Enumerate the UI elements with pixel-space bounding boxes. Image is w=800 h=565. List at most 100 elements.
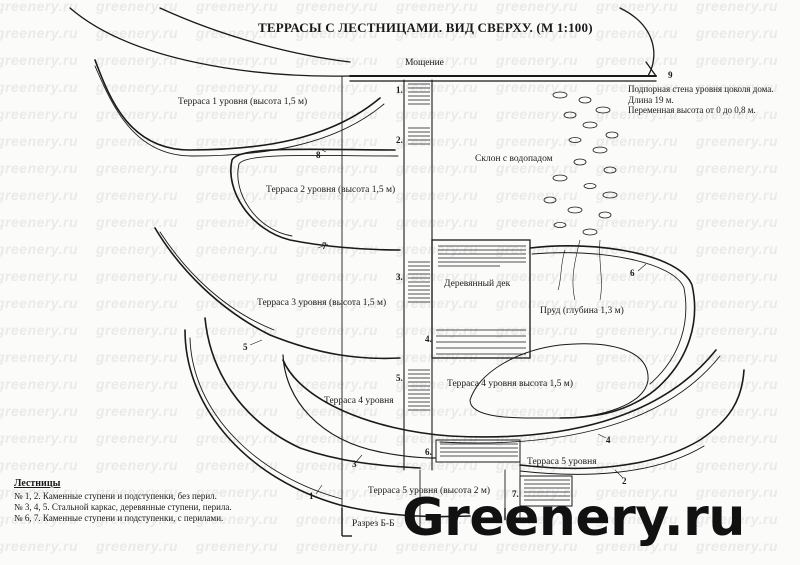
watermark-text: greenery.ru bbox=[96, 241, 179, 257]
watermark-text: greenery.ru bbox=[196, 349, 279, 365]
watermark-text: greenery.ru bbox=[396, 403, 479, 419]
watermark-text: greenery.ru bbox=[0, 214, 79, 230]
watermark-text: greenery.ru bbox=[596, 106, 679, 122]
wall-number-2: 2 bbox=[622, 476, 627, 486]
watermark-text: greenery.ru bbox=[96, 0, 179, 14]
watermark-text: greenery.ru bbox=[396, 538, 479, 554]
watermark-text: greenery.ru bbox=[496, 295, 579, 311]
watermark-text: greenery.ru bbox=[296, 484, 379, 500]
watermark-text: greenery.ru bbox=[496, 322, 579, 338]
watermark-text: greenery.ru bbox=[696, 160, 779, 176]
watermark-text: greenery.ru bbox=[396, 295, 479, 311]
legend-item: № 3, 4, 5. Стальной каркас, деревянные с… bbox=[14, 502, 232, 512]
label-slope-waterfall: Склон с водопадом bbox=[475, 154, 553, 164]
watermark-text: greenery.ru bbox=[296, 0, 379, 14]
top-outer-arc bbox=[69, 7, 351, 77]
watermark-text: greenery.ru bbox=[196, 457, 279, 473]
stair-2-treads bbox=[408, 127, 430, 145]
watermark-text: greenery.ru bbox=[0, 484, 79, 500]
stair-1-treads bbox=[408, 83, 430, 105]
label-terrace-3: Терраса 3 уровня (высота 1,5 м) bbox=[257, 298, 387, 308]
watermark-text: greenery.ru bbox=[696, 106, 779, 122]
watermark-text: greenery.ru bbox=[0, 538, 79, 554]
watermark-text: greenery.ru bbox=[696, 295, 779, 311]
watermark-text: greenery.ru bbox=[496, 376, 579, 392]
wall-3 bbox=[204, 317, 421, 469]
wall-number-9: 9 bbox=[668, 70, 673, 80]
watermark-text: greenery.ru bbox=[0, 79, 79, 95]
waterfall-stones bbox=[543, 91, 619, 236]
watermark-text: greenery.ru bbox=[296, 106, 379, 122]
watermark-text: greenery.ru bbox=[96, 187, 179, 203]
watermark-text: greenery.ru bbox=[0, 268, 79, 284]
watermark-text: greenery.ru bbox=[0, 25, 79, 41]
wall-number-5: 5 bbox=[243, 342, 248, 352]
wall-number-4: 4 bbox=[606, 435, 611, 445]
watermark-text: greenery.ru bbox=[696, 511, 779, 527]
wall-number-6: 6 bbox=[630, 268, 635, 278]
pond-inner bbox=[469, 343, 649, 419]
watermark-text: greenery.ru bbox=[0, 52, 79, 68]
watermark-text: greenery.ru bbox=[296, 376, 379, 392]
watermark-text: greenery.ru bbox=[596, 52, 679, 68]
watermark-text: greenery.ru bbox=[596, 430, 679, 446]
wall-number-1: 1 bbox=[309, 491, 314, 501]
leader-lines bbox=[249, 149, 647, 495]
watermark-text: greenery.ru bbox=[596, 484, 679, 500]
watermark-text: greenery.ru bbox=[196, 376, 279, 392]
watermark-text: greenery.ru bbox=[196, 52, 279, 68]
watermark-text: greenery.ru bbox=[196, 484, 279, 500]
watermark-text: greenery.ru bbox=[496, 160, 579, 176]
label-paving: Мощение bbox=[405, 58, 444, 68]
watermark-text: greenery.ru bbox=[596, 214, 679, 230]
watermark-text: greenery.ru bbox=[396, 160, 479, 176]
watermark-text: greenery.ru bbox=[596, 241, 679, 257]
watermark-text: greenery.ru bbox=[696, 241, 779, 257]
watermark-text: greenery.ru bbox=[0, 0, 79, 14]
watermark-text: greenery.ru bbox=[496, 511, 579, 527]
watermark-text: greenery.ru bbox=[296, 511, 379, 527]
watermark-text: greenery.ru bbox=[696, 430, 779, 446]
stair-6-treads bbox=[440, 443, 518, 457]
watermark-text: greenery.ru bbox=[96, 133, 179, 149]
watermark-text: greenery.ru bbox=[396, 349, 479, 365]
watermark-text: greenery.ru bbox=[0, 133, 79, 149]
watermark-text: greenery.ru bbox=[296, 160, 379, 176]
watermark-text: greenery.ru bbox=[496, 79, 579, 95]
watermark-text: greenery.ru bbox=[496, 106, 579, 122]
watermark-text: greenery.ru bbox=[596, 538, 679, 554]
watermark-text: greenery.ru bbox=[196, 268, 279, 284]
watermark-text: greenery.ru bbox=[696, 457, 779, 473]
watermark-text: greenery.ru bbox=[96, 457, 179, 473]
wall-note-line: Подпорная стена уровня цоколя дома. bbox=[628, 84, 774, 94]
stair-5-treads bbox=[408, 369, 430, 411]
watermark-text: greenery.ru bbox=[396, 376, 479, 392]
watermark-text: greenery.ru bbox=[0, 295, 79, 311]
watermark-text: greenery.ru bbox=[96, 430, 179, 446]
house-edge-arc bbox=[159, 7, 351, 63]
watermark-text: greenery.ru bbox=[296, 268, 379, 284]
stair-number-4: 4. bbox=[425, 334, 432, 344]
watermark-text: greenery.ru bbox=[0, 187, 79, 203]
stair-number-1: 1. bbox=[396, 85, 403, 95]
watermark-text: greenery.ru bbox=[96, 322, 179, 338]
watermark-text: greenery.ru bbox=[96, 52, 179, 68]
watermark-text: greenery.ru bbox=[696, 133, 779, 149]
water-flow bbox=[557, 239, 602, 301]
watermark-text: greenery.ru bbox=[0, 511, 79, 527]
watermark-text: greenery.ru bbox=[496, 133, 579, 149]
watermark-text: greenery.ru bbox=[496, 268, 579, 284]
label-section-bb: Разрез Б-Б bbox=[352, 519, 395, 529]
watermark-text: greenery.ru bbox=[296, 403, 379, 419]
watermark-text: greenery.ru bbox=[696, 52, 779, 68]
label-terrace-1: Терраса 1 уровня (высота 1,5 м) bbox=[178, 97, 308, 107]
watermark-text: greenery.ru bbox=[296, 214, 379, 230]
wall-number-3: 3 bbox=[352, 459, 357, 469]
watermark-text: greenery.ru bbox=[496, 403, 579, 419]
watermark-text: greenery.ru bbox=[196, 430, 279, 446]
watermark-text: greenery.ru bbox=[196, 160, 279, 176]
wall-number-8: 8 bbox=[316, 150, 321, 160]
watermark-text: greenery.ru bbox=[96, 538, 179, 554]
wooden-deck bbox=[431, 239, 531, 359]
